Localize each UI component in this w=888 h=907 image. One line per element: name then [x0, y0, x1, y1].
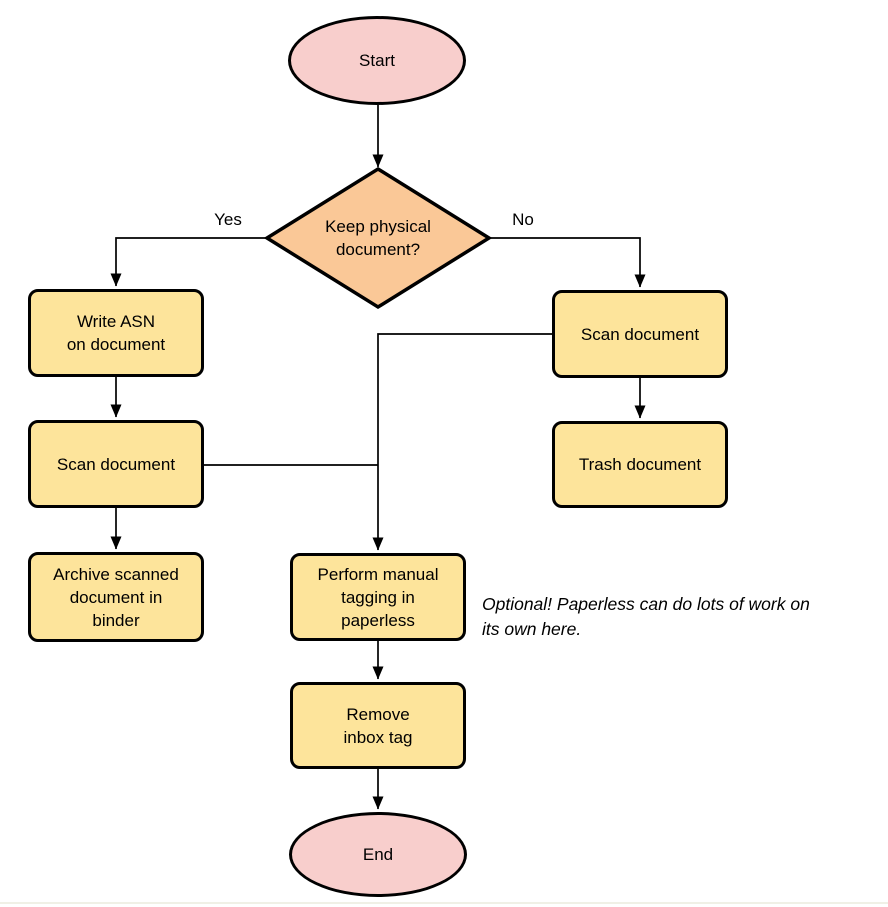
node-decision-label: Keep physical document?: [325, 217, 431, 259]
edge-decision-yes-to-write-asn: [110, 237, 266, 287]
node-perform-manual-tagging: Perform manual tagging in paperless: [290, 553, 466, 641]
node-trash-document: Trash document: [552, 421, 728, 508]
node-end: End: [289, 812, 467, 897]
node-start: Start: [288, 16, 466, 105]
node-remove-inbox-tag: Remove inbox tag: [290, 682, 466, 769]
decision-diamond-shape: [263, 166, 493, 310]
node-scan-document-left: Scan document: [28, 420, 204, 508]
edge-label-yes: Yes: [214, 210, 242, 229]
optional-note-text: Optional! Paperless can do lots of work …: [482, 594, 810, 639]
edge-decision-no-to-scan-right: [490, 237, 646, 288]
edge-scan-right-to-tagging: [372, 333, 552, 551]
node-scan-document-right: Scan document: [552, 290, 728, 378]
edge-label-no: No: [512, 210, 534, 229]
node-write-asn-on-document: Write ASN on document: [28, 289, 204, 377]
bottom-page-rule: [0, 902, 888, 904]
node-archive-scanned-document: Archive scanned document in binder: [28, 552, 204, 642]
